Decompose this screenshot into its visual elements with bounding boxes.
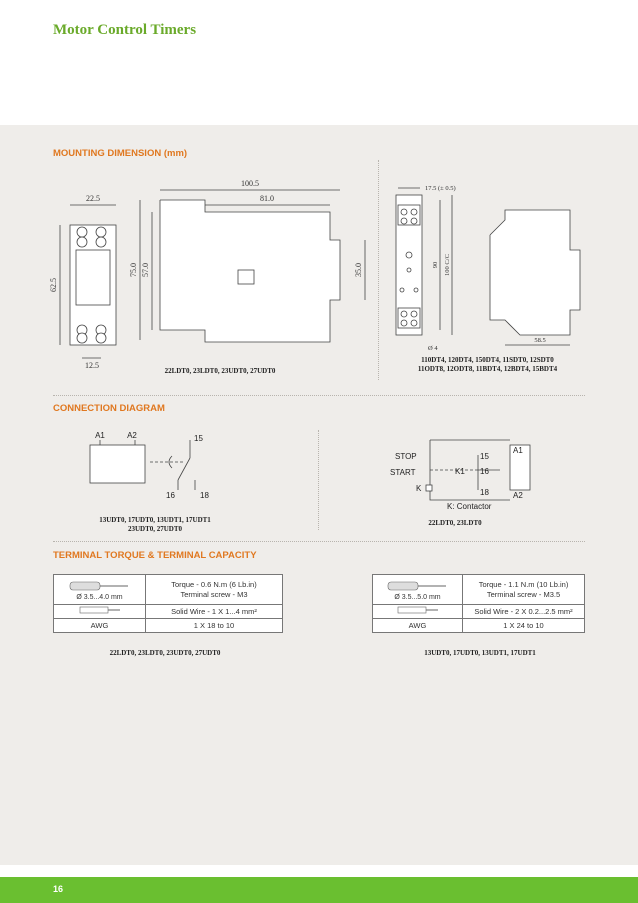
dim-75-0: 75.0 [129,263,138,277]
contactor-legend: K: Contactor [447,502,492,511]
dim-hole: Ø 4 [428,345,438,352]
page-number: 16 [53,884,64,894]
torque-heading: TERMINAL TORQUE & TERMINAL CAPACITY [53,550,257,561]
mounting-right-caption-1: 110DT4, 120DT4, 150DT4, 11SDT0, 12SDT0 [421,356,554,364]
dim-17-5: 17.5 (± 0.5) [425,185,456,192]
dim-58-5: 58.5 [534,337,545,344]
connection-left-caption-2: 23UDT0, 27UDT0 [127,525,183,533]
right-18: 18 [480,488,489,497]
awg-label-right: AWG [372,618,463,633]
right-16: 16 [480,467,489,476]
wire-icon [79,606,120,614]
wire-left: Solid Wire - 1 X 1...4 mm² [145,604,283,619]
screwdriver-icon [387,581,446,591]
mounting-heading: MOUNTING DIMENSION (mm) [53,148,188,159]
connection-left-caption: 13UDT0, 17UDT0, 13UDT1, 17UDT1 23UDT0, 2… [80,516,230,534]
torque-left: Torque - 0.6 N.m (6 Lb.in) [171,579,257,589]
wire-cell [53,604,146,619]
torque-value-cell: Torque - 0.6 N.m (6 Lb.in) Terminal scre… [145,574,283,605]
separator-2 [53,541,585,542]
awg-label-left: AWG [53,618,146,633]
right-15: 15 [480,452,489,461]
diameter-left: Ø 3.5...4.0 mm [76,593,123,601]
mounting-right-caption-2: 11ODT8, 12ODT8, 11BDT4, 12BDT4, 15BDT4 [417,365,558,373]
right-a1: A1 [513,446,523,455]
left-a2: A2 [127,431,137,440]
k1-label: K1 [455,467,465,476]
mounting-divider [378,160,379,380]
left-16: 16 [166,491,175,500]
torque-value-cell-right: Torque - 1.1 N.m (10 Lb.in) Terminal scr… [462,574,585,605]
screw-left: Terminal screw - M3 [180,589,248,599]
dim-62-5: 62.5 [49,278,58,292]
torque-left-caption: 22LDT0, 23LDT0, 23UDT0, 27UDT0 [109,649,221,657]
k-label: K [416,484,422,493]
connection-right-caption: 22LDT0, 23LDT0 [428,519,482,527]
torque-table-right: Ø 3.5...5.0 mm Torque - 1.1 N.m (10 Lb.i… [372,574,585,633]
footer-bar: 16 [0,877,638,903]
screwdriver-cell: Ø 3.5...4.0 mm [53,574,146,605]
separator-1 [53,395,585,396]
mounting-right-caption: 110DT4, 120DT4, 150DT4, 11SDT0, 12SDT0 1… [380,356,595,374]
awg-right: 1 X 24 to 10 [462,618,585,633]
awg-left: 1 X 18 to 10 [145,618,283,633]
dim-35-0: 35.0 [354,263,363,277]
dim-81-0: 81.0 [260,194,274,203]
connection-divider [318,430,319,530]
stop-label: STOP [395,452,417,461]
left-15: 15 [194,434,203,443]
screwdriver-icon [69,581,128,591]
wire-right: Solid Wire - 2 X 0.2...2.5 mm² [462,604,585,619]
connection-left-caption-1: 13UDT0, 17UDT0, 13UDT1, 17UDT1 [99,516,211,524]
right-a2: A2 [513,491,523,500]
torque-right: Torque - 1.1 N.m (10 Lb.in) [478,579,569,589]
diameter-right: Ø 3.5...5.0 mm [394,593,441,601]
torque-right-caption: 13UDT0, 17UDT0, 13UDT1, 17UDT1 [424,649,536,657]
dim-90: 90 [432,262,439,269]
start-label: START [390,468,416,477]
dim-100cc: 100 C/C [444,254,451,276]
wire-cell-right [372,604,463,619]
torque-table-left: Ø 3.5...4.0 mm Torque - 0.6 N.m (6 Lb.in… [53,574,283,633]
screw-right: Terminal screw - M3.5 [486,589,561,599]
left-a1: A1 [95,431,105,440]
connection-heading: CONNECTION DIAGRAM [53,403,165,414]
left-18: 18 [200,491,209,500]
wire-icon [397,606,438,614]
page-title: Motor Control Timers [53,22,197,38]
dim-12-5: 12.5 [85,361,99,370]
screwdriver-cell-right: Ø 3.5...5.0 mm [372,574,463,605]
dim-100-5: 100.5 [241,179,259,188]
dim-22-5: 22.5 [86,194,100,203]
mounting-left-caption: 22LDT0, 23LDT0, 23UDT0, 27UDT0 [164,367,276,375]
dim-57-0: 57.0 [141,263,150,277]
